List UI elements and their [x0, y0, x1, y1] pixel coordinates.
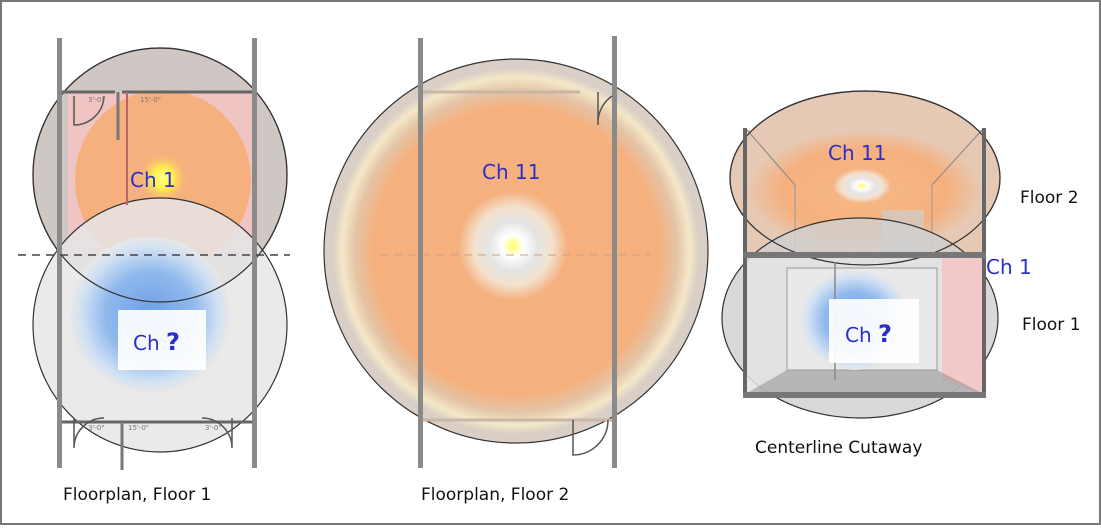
cutaway-ch-unknown-label-box — [829, 299, 919, 363]
cutaway-ch11-label: Ch 11 — [828, 141, 886, 165]
ch11-access-point-icon — [458, 191, 568, 301]
dim-door-width-top: 3'-0" — [88, 96, 105, 104]
door-swing-bottom-left — [73, 417, 105, 449]
floorplan-floor2-panel: Ch 11 Floorplan, Floor 2 — [323, 36, 709, 505]
right-wall — [252, 38, 257, 468]
ch-unknown-label-box — [118, 310, 206, 370]
cutaway-ch-unknown-label: Ch ? — [845, 320, 892, 348]
floor2-side-label: Floor 2 — [1020, 188, 1079, 208]
cutaway-caption: Centerline Cutaway — [755, 438, 922, 458]
ch1-access-point-icon — [137, 152, 189, 204]
door-swing-top — [73, 95, 105, 126]
f2-left-wall — [418, 38, 423, 468]
floorplan-floor1-panel: 3'-0" 15'-0" 3'-0" 15'-0" 3'-0" Ch 1 Ch … — [18, 38, 290, 505]
dim-room-length-top: 15'-0" — [140, 96, 161, 104]
ch-unknown-label: Ch ? — [133, 328, 180, 356]
left-wall — [57, 38, 62, 468]
f2-right-wall — [612, 36, 617, 468]
cutaway-floor-slab — [743, 252, 986, 258]
ch11-label: Ch 11 — [482, 160, 540, 184]
dim-door-width-bottom-right: 3'-0" — [205, 424, 222, 432]
floor1-side-label: Floor 1 — [1022, 315, 1081, 335]
f2-door-swing-bottom — [572, 419, 609, 456]
cutaway-panel: Ch 11 Ch 1 Ch ? Floor 2 Floor 1 Centerli… — [721, 90, 1081, 458]
cutaway-pink-zone — [942, 255, 982, 395]
cutaway-ground-slab — [743, 392, 986, 398]
dim-room-length-bottom: 15'-0" — [128, 424, 149, 432]
floor1-caption: Floorplan, Floor 1 — [63, 485, 211, 505]
cutaway-ch1-label: Ch 1 — [986, 255, 1032, 279]
floor2-caption: Floorplan, Floor 2 — [421, 485, 569, 505]
dim-door-width-bottom: 3'-0" — [88, 424, 105, 432]
cutaway-ch11-access-point — [832, 168, 892, 204]
door-swing-bottom-right — [201, 417, 233, 449]
f2-door-swing-top — [597, 92, 613, 126]
ch1-label: Ch 1 — [130, 168, 176, 192]
